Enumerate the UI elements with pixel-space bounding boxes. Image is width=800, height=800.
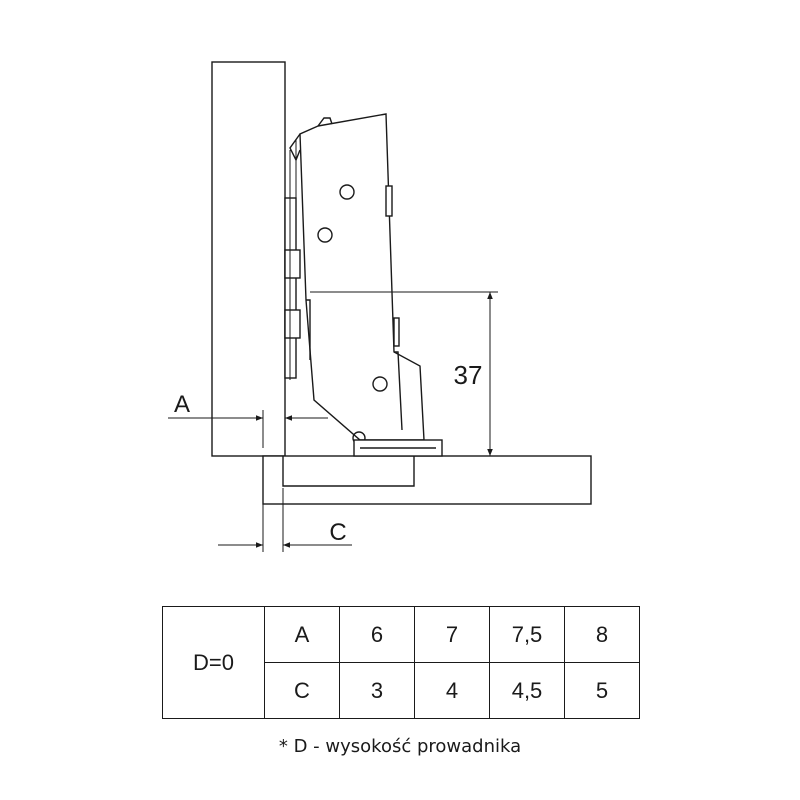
hinge-arm: [289, 113, 443, 457]
d-label-cell: D=0: [162, 606, 265, 719]
dimension-a-label: A: [174, 391, 190, 418]
table-row: D=0 A 6 7 7,5 8: [162, 606, 640, 719]
footnote: * D - wysokość prowadnika: [278, 736, 522, 757]
table-cell: 7: [414, 606, 490, 663]
row-name-cell: A: [264, 606, 340, 663]
overlay-spec-table: D=0 A 6 7 7,5 8 C 3 4 4,5 5: [162, 606, 640, 719]
mounting-plate: [284, 140, 301, 380]
dimension-c-label: C: [329, 519, 346, 546]
hinge-cup: [282, 456, 415, 487]
door-panel: [262, 455, 592, 505]
gap-dimension-c: [218, 488, 352, 552]
table-row: C 3 4 4,5 5: [163, 662, 640, 719]
table-cell: 4: [414, 662, 490, 719]
overlay-dimension-a: [168, 410, 328, 448]
table-cell: 7,5: [489, 606, 565, 663]
table-cell: 8: [564, 606, 640, 663]
height-dimension-label: 37: [454, 360, 483, 390]
table-cell: 6: [339, 606, 415, 663]
table-cell: 3: [339, 662, 415, 719]
height-dimension: [310, 291, 498, 457]
cabinet-side-panel: [211, 61, 286, 457]
table-cell: 4,5: [489, 662, 565, 719]
row-name-cell: C: [264, 662, 340, 719]
table-cell: 5: [564, 662, 640, 719]
